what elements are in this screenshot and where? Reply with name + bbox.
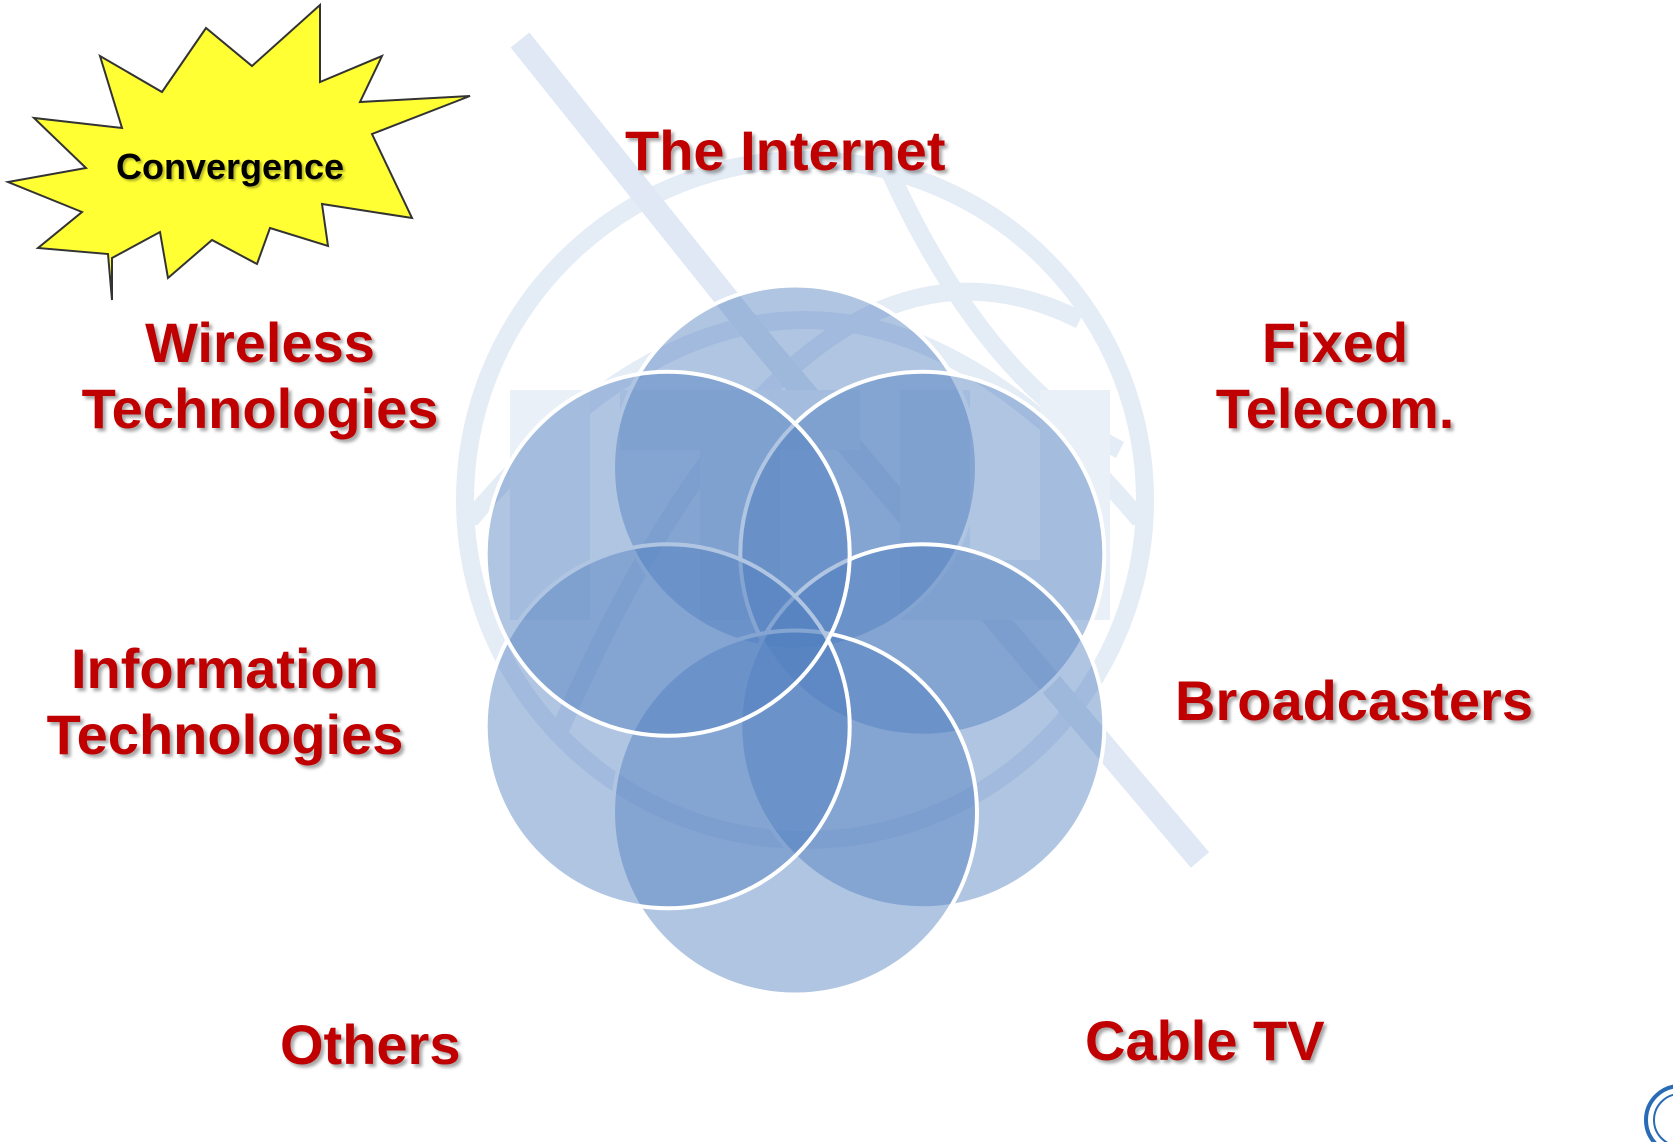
label-line: Telecom.	[1215, 377, 1455, 440]
circle-information-tech	[483, 369, 852, 738]
label-wireless-technologies: Wireless Technologies	[70, 310, 450, 442]
starburst-shape	[4, 2, 471, 301]
label-line: Fixed	[1261, 311, 1409, 374]
label-fixed-telecom: Fixed Telecom.	[1190, 310, 1480, 442]
label-line: Technologies	[81, 377, 439, 440]
circle-others	[483, 542, 852, 911]
label-cable-tv: Cable TV	[1085, 1009, 1325, 1072]
itu-logo-icon	[1644, 1084, 1673, 1142]
label-broadcasters: Broadcasters	[1175, 669, 1533, 732]
label-the-internet: The Internet	[625, 119, 946, 182]
convergence-label: Convergence	[115, 146, 345, 187]
label-line: Technologies	[46, 703, 404, 766]
label-line: Information	[71, 637, 379, 700]
label-others: Others	[280, 1013, 461, 1076]
label-line: Wireless	[145, 311, 375, 374]
label-information-technologies: Information Technologies	[30, 636, 420, 768]
